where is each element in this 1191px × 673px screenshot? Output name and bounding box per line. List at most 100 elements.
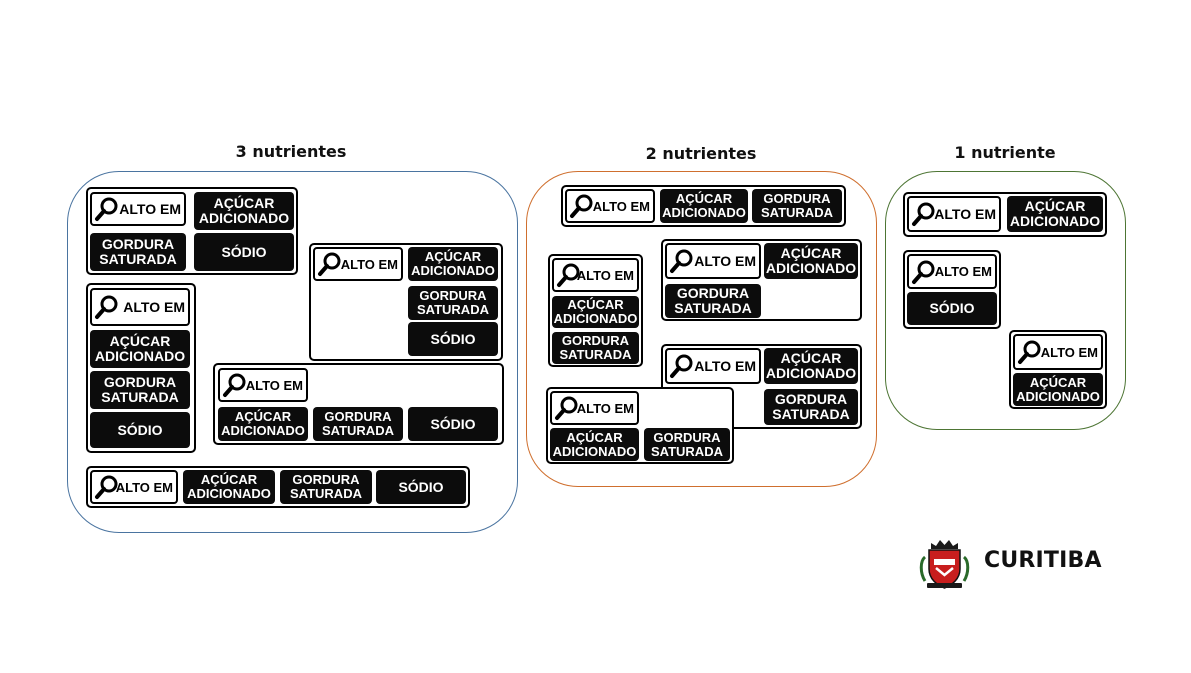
nutrient-name: ADICIONADO [662, 205, 746, 220]
nutrient-name: AÇÚCAR [675, 191, 733, 207]
magnifying-glass-icon [555, 396, 578, 420]
alto-em-text: ALTO EM [115, 479, 173, 495]
brand-name: CURITIBA [984, 548, 1102, 573]
nutrient-name: SATURADA [761, 205, 833, 220]
alto-em-text: ALTO EM [694, 358, 756, 374]
alto-em-text: ALTO EM [340, 256, 398, 272]
alto-em-text: ALTO EM [694, 253, 756, 269]
nutrient-name: SATURADA [101, 389, 179, 405]
magnifying-glass-icon [570, 194, 593, 218]
nutrient-name: AÇÚCAR [780, 245, 842, 262]
nutrient-name: GORDURA [324, 409, 392, 425]
alto-em-text: ALTO EM [1040, 344, 1098, 360]
magnifying-glass-icon [557, 263, 580, 287]
alto-em-header: ALTO EM [665, 348, 761, 384]
nutrient-name: ADICIONADO [552, 443, 637, 459]
nutrient-name: SATURADA [559, 347, 632, 362]
magnifying-glass-icon [912, 202, 935, 226]
nutrient-name: AÇÚCAR [567, 297, 624, 313]
nutrient-name: ADICIONADO [94, 348, 186, 364]
nutrient-name: SÓDIO [430, 415, 476, 432]
alto-em-header: ALTO EM [90, 192, 186, 226]
alto-em-header: ALTO EM [90, 470, 178, 504]
alto-em-text: ALTO EM [576, 400, 634, 416]
nutrient-name: GORDURA [292, 472, 360, 488]
nutrient-name: SÓDIO [430, 330, 476, 347]
nutrient-name: SATURADA [322, 423, 394, 438]
alto-em-text: ALTO EM [592, 198, 650, 214]
alto-em-header: ALTO EM [90, 288, 190, 326]
nutrient-name: AÇÚCAR [780, 350, 842, 367]
nutrient-group-box [526, 171, 877, 487]
alto-em-header: ALTO EM [565, 189, 655, 223]
nutrient-group-box [67, 171, 518, 533]
alto-em-text: ALTO EM [245, 377, 303, 393]
magnifying-glass-icon [95, 197, 118, 221]
alto-em-header: ALTO EM [550, 391, 639, 425]
nutrient-cell: SÓDIO [90, 412, 190, 448]
alto-em-text: ALTO EM [119, 201, 181, 217]
nutrient-cell: SÓDIO [194, 233, 294, 271]
nutrient-name: ADICIONADO [765, 260, 857, 276]
nutrient-name: SATURADA [99, 251, 177, 267]
magnifying-glass-icon [912, 260, 935, 284]
alto-em-text: ALTO EM [934, 264, 992, 279]
nutrient-name: ADICIONADO [1016, 388, 1100, 404]
alto-em-header: ALTO EM [1013, 334, 1103, 370]
nutrient-name: SATURADA [651, 443, 723, 459]
alto-em-header: ALTO EM [218, 368, 308, 402]
alto-em-header: ALTO EM [907, 254, 997, 289]
alto-em-text: ALTO EM [934, 206, 996, 222]
nutrient-name: ADICIONADO [553, 311, 638, 326]
nutrient-name: GORDURA [419, 288, 487, 304]
nutrient-name: ADICIONADO [411, 263, 495, 278]
nutrient-name: ADICIONADO [221, 423, 305, 438]
nutrient-name: ADICIONADO [198, 210, 290, 226]
nutrient-name: SÓDIO [398, 478, 444, 495]
nutrient-cell: SÓDIO [376, 470, 466, 504]
nutrient-name: SÓDIO [221, 243, 267, 260]
nutrient-name: ADICIONADO [187, 486, 271, 501]
nutrient-name: SATURADA [290, 486, 362, 501]
nutrient-name: GORDURA [774, 391, 848, 408]
nutrient-name: SÓDIO [117, 421, 163, 438]
alto-em-header: ALTO EM [313, 247, 403, 281]
alto-em-header: ALTO EM [552, 258, 639, 292]
group-title: 1 nutriente [954, 143, 1056, 162]
nutrient-name: GORDURA [103, 374, 177, 391]
alto-em-header: ALTO EM [907, 196, 1001, 232]
nutrient-name: AÇÚCAR [1024, 198, 1086, 215]
nutrient-cell: SÓDIO [408, 407, 498, 441]
nutrient-name: AÇÚCAR [424, 249, 482, 265]
curitiba-coat-of-arms-icon [919, 540, 970, 589]
magnifying-glass-icon [670, 354, 693, 378]
nutrient-name: SATURADA [772, 406, 850, 422]
magnifying-glass-icon [1018, 340, 1041, 364]
nutrient-name: GORDURA [561, 333, 630, 349]
magnifying-glass-icon [95, 475, 118, 499]
alto-em-text: ALTO EM [123, 299, 185, 315]
nutrient-name: GORDURA [676, 285, 750, 302]
nutrient-name: SÓDIO [929, 300, 975, 317]
